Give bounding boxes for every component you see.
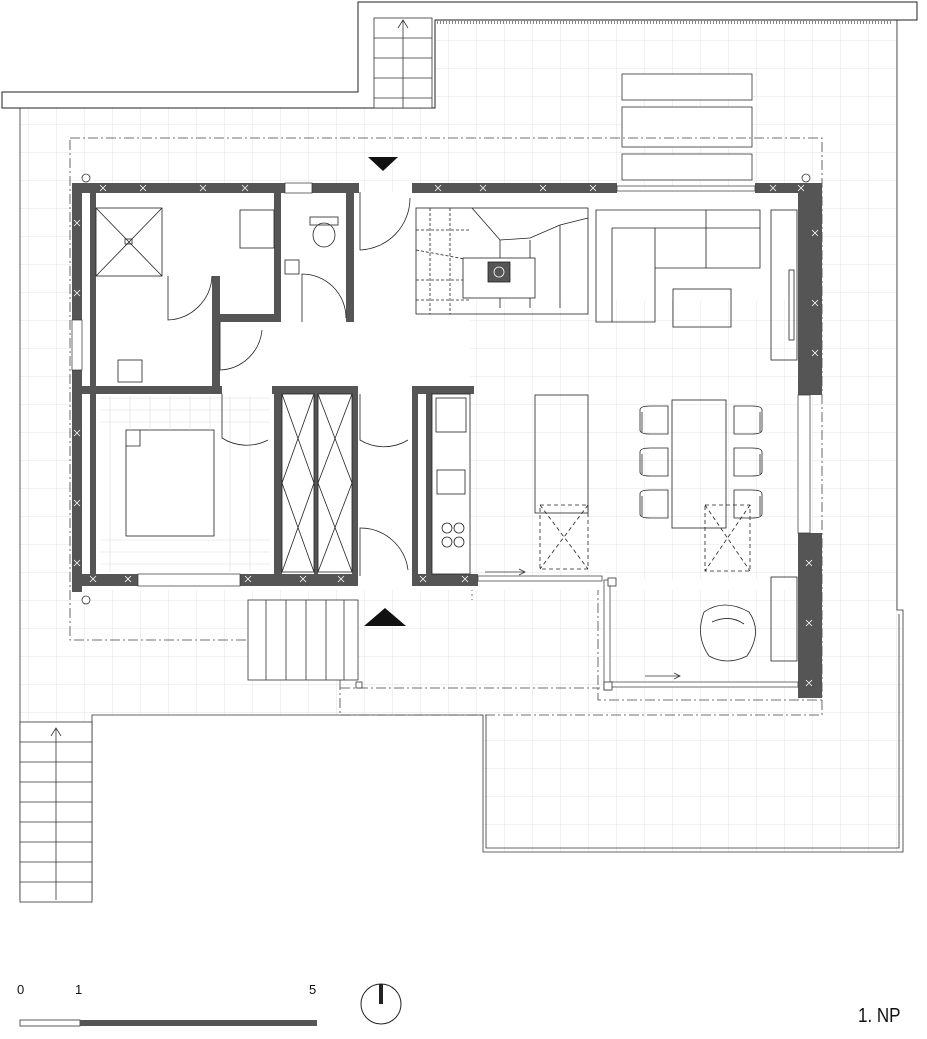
- bedroom-floor: [100, 396, 270, 572]
- scale-tick-0: 0: [17, 982, 25, 997]
- north-arrow-icon: [360, 983, 402, 1025]
- doors: [167, 192, 411, 576]
- scale-tick-5: 5: [309, 982, 317, 997]
- scale-bar: [19, 1019, 317, 1027]
- entrance-triangle-icon: [368, 157, 398, 171]
- window-marks: [73, 184, 819, 687]
- roof-edge: [1, 1, 918, 109]
- garden-benches: [621, 73, 753, 181]
- scale-tick-1: 1: [75, 982, 83, 997]
- stairs-entrance: [247, 599, 359, 681]
- stairs-top: [373, 17, 433, 109]
- entrance-triangle-icon: [364, 608, 406, 626]
- fixtures: [95, 207, 798, 662]
- living-grid: [470, 300, 800, 580]
- stairs-lower: [19, 721, 93, 903]
- column-markers: [81, 173, 811, 691]
- walls: [72, 183, 822, 698]
- floor-label: 1. NP: [858, 1005, 901, 1027]
